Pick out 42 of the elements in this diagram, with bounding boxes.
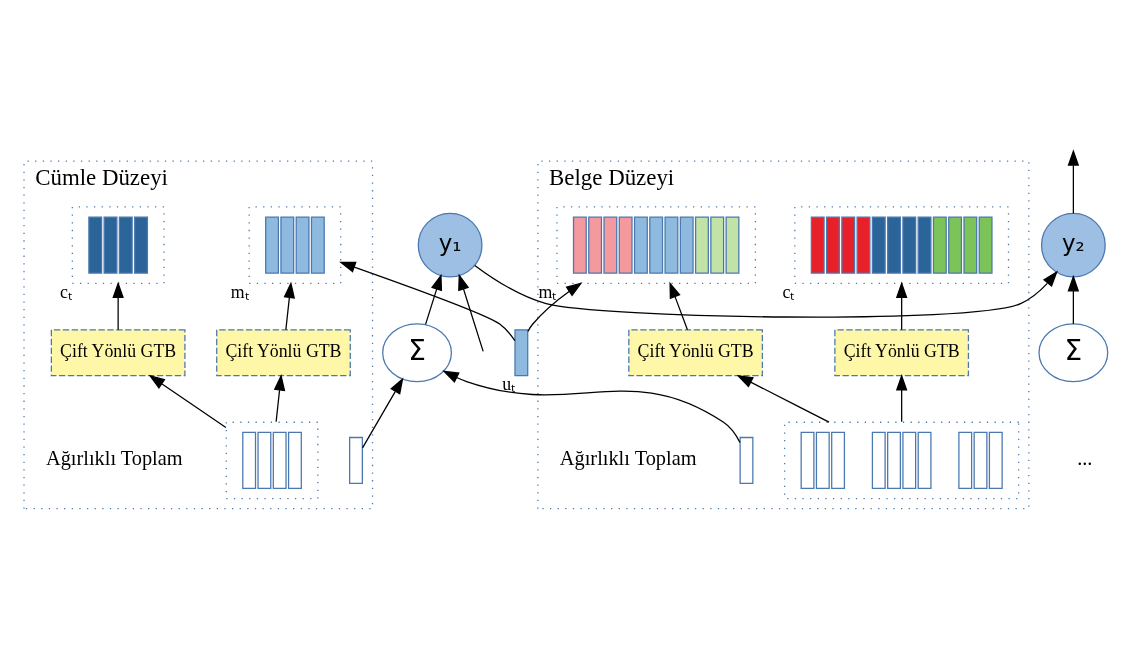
node-bar bbox=[349, 436, 363, 484]
node-box: Çift Yönlü GTB bbox=[216, 329, 351, 377]
node-box bbox=[71, 206, 165, 284]
label: Ağırlıklı Toplam bbox=[559, 447, 697, 470]
arrow bbox=[424, 273, 443, 326]
arrow bbox=[361, 377, 404, 449]
arrow bbox=[895, 281, 908, 331]
node-bar bbox=[739, 436, 754, 484]
arrow bbox=[474, 264, 1058, 318]
node-label: mₜ bbox=[538, 281, 557, 302]
node-circle: y₁ bbox=[417, 212, 483, 278]
node-box bbox=[225, 421, 319, 500]
node-ellipse: Σ bbox=[1038, 323, 1109, 383]
node-box bbox=[556, 206, 756, 284]
label: Ağırlıklı Toplam bbox=[46, 447, 183, 470]
arrow bbox=[527, 282, 583, 333]
arrow bbox=[339, 261, 516, 342]
arrow bbox=[895, 374, 908, 423]
arrow bbox=[1067, 274, 1080, 325]
node-box: Çift Yönlü GTB bbox=[50, 329, 186, 377]
arrow bbox=[148, 374, 227, 429]
node-label: uₜ bbox=[502, 373, 516, 394]
arrow bbox=[736, 374, 830, 423]
node-box: Çift Yönlü GTB bbox=[628, 329, 763, 377]
node-box: Çift Yönlü GTB bbox=[834, 329, 970, 377]
arrow bbox=[273, 374, 286, 423]
node-box bbox=[794, 206, 1010, 284]
node-box bbox=[784, 421, 1020, 500]
node-ellipse: Σ bbox=[382, 323, 453, 383]
node-label: mₜ bbox=[230, 281, 249, 302]
arrow bbox=[458, 273, 484, 353]
arrow bbox=[112, 281, 124, 331]
arrow bbox=[669, 281, 689, 331]
arrow bbox=[442, 370, 741, 444]
arrow bbox=[283, 281, 296, 331]
arrow bbox=[1067, 149, 1080, 215]
label: ... bbox=[1077, 447, 1093, 470]
node-box bbox=[248, 206, 342, 284]
node-label: cₜ bbox=[60, 281, 72, 302]
node-label: cₜ bbox=[782, 281, 795, 302]
node-bar bbox=[514, 329, 529, 377]
node-circle: y₂ bbox=[1040, 212, 1106, 278]
